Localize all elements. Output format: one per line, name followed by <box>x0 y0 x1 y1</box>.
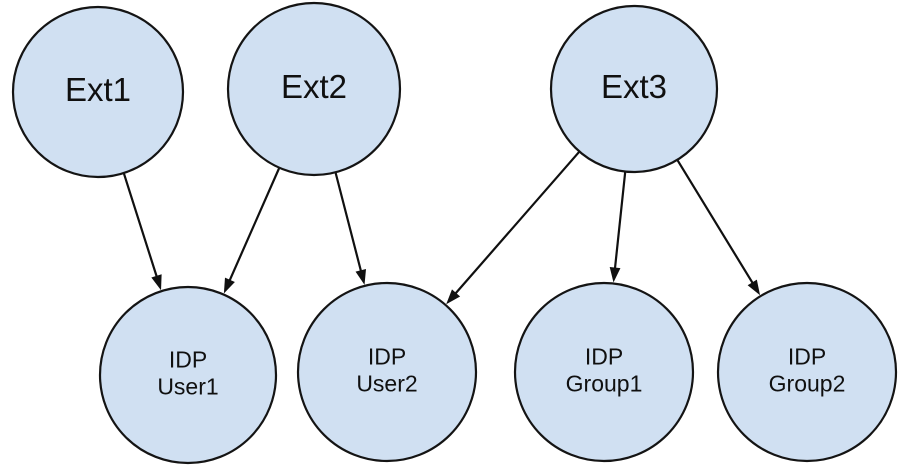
arrowhead-icon <box>151 274 162 291</box>
edge-ext2-to-idp-user2 <box>334 172 366 285</box>
node-ext1[interactable]: Ext1 <box>11 5 185 179</box>
edge-ext3-to-idp-group1 <box>609 171 627 283</box>
arrowhead-icon <box>747 279 761 296</box>
node-label-line: IDP <box>169 347 207 373</box>
node-label-line: User2 <box>356 371 417 397</box>
edge-ext2-to-idp-user1 <box>223 167 281 294</box>
edge-ext3-to-idp-group2 <box>676 159 761 296</box>
node-label-line: Group1 <box>566 371 643 397</box>
edge-layer <box>122 151 761 305</box>
node-circle-idp-user2[interactable] <box>296 281 478 463</box>
node-label-line: Ext3 <box>601 68 667 105</box>
node-circle-idp-group2[interactable] <box>716 281 898 463</box>
node-label-line: IDP <box>585 344 623 370</box>
node-circle-ext2[interactable] <box>226 1 402 177</box>
node-label-line: Group2 <box>769 371 846 397</box>
node-circle-ext1[interactable] <box>11 5 185 179</box>
node-label-line: Ext1 <box>65 71 131 108</box>
node-circle-idp-user1[interactable] <box>98 285 278 465</box>
edge-ext1-to-idp-user1 <box>122 172 162 291</box>
arrowhead-icon <box>446 289 461 305</box>
node-label-line: IDP <box>788 344 826 370</box>
node-circle-ext3[interactable] <box>549 4 719 174</box>
node-label-ext1: Ext1 <box>65 71 131 108</box>
arrowhead-icon <box>609 267 621 283</box>
arrowhead-icon <box>223 277 235 294</box>
node-circle-idp-group1[interactable] <box>513 281 695 463</box>
node-label-ext3: Ext3 <box>601 68 667 105</box>
node-label-line: User1 <box>157 374 218 400</box>
edge-ext3-to-idp-user2 <box>446 151 580 305</box>
arrowhead-icon <box>355 268 366 285</box>
node-ext2[interactable]: Ext2 <box>226 1 402 177</box>
node-label-line: IDP <box>368 344 406 370</box>
node-label-line: Ext2 <box>281 68 347 105</box>
node-ext3[interactable]: Ext3 <box>549 4 719 174</box>
node-label-ext2: Ext2 <box>281 68 347 105</box>
